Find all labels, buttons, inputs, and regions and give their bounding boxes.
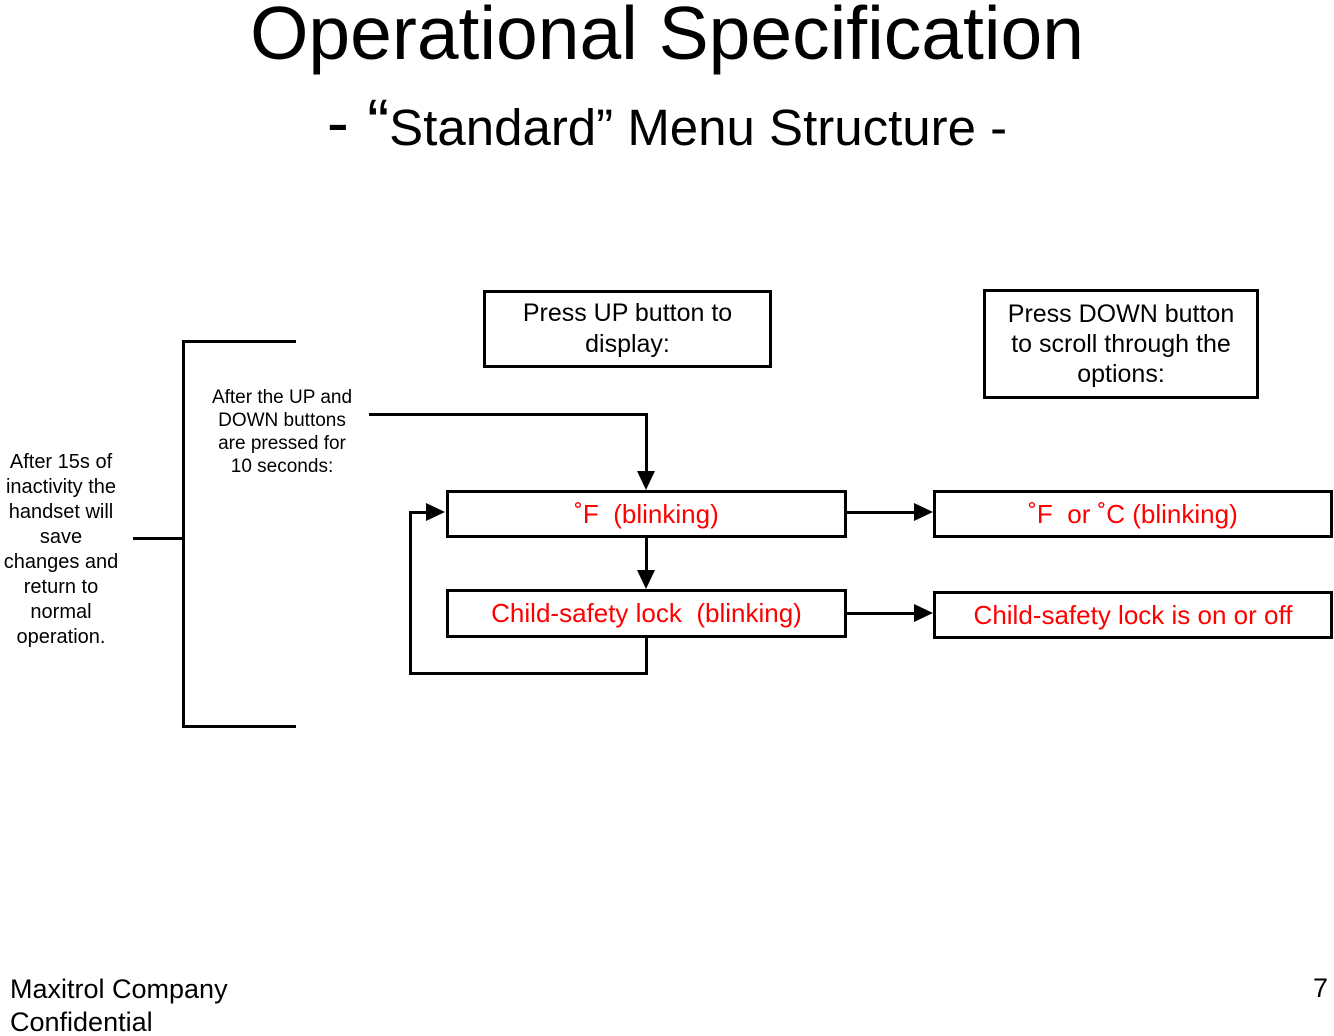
state-child-lock-on-off-label: Child-safety lock is on or off	[973, 599, 1293, 630]
state-f-or-c-box: ˚F or ˚C (blinking)	[933, 490, 1333, 538]
bracket-vertical-line	[182, 340, 185, 728]
arrow-down-into-child-icon	[637, 570, 655, 589]
bracket-note-connector-line	[133, 537, 182, 540]
state-child-lock-blinking-box: Child-safety lock (blinking)	[446, 589, 847, 638]
bracket-top-line	[182, 340, 296, 343]
state-f-or-c-label: ˚F or ˚C (blinking)	[1028, 498, 1238, 529]
f-to-fc-line	[847, 511, 917, 514]
press-up-button-label: Press UP button to display:	[522, 299, 733, 358]
arrow-right-into-fc-icon	[914, 503, 933, 521]
state-child-lock-on-off-box: Child-safety lock is on or off	[933, 591, 1333, 639]
press-down-button-box: Press DOWN button to scroll through the …	[983, 289, 1259, 399]
note-to-f-line-horizontal	[369, 413, 648, 416]
arrow-down-into-f-icon	[637, 471, 655, 490]
state-f-blinking-label: ˚F (blinking)	[574, 498, 719, 529]
inactivity-note: After 15s of inactivity the handset will…	[3, 451, 119, 648]
state-f-blinking-box: ˚F (blinking)	[446, 490, 847, 538]
state-child-lock-blinking-label: Child-safety lock (blinking)	[491, 598, 802, 628]
bracket-bottom-line	[182, 725, 296, 728]
press-down-button-label: Press DOWN button to scroll through the …	[1007, 300, 1235, 388]
after-updown-note: After the UP and DOWN buttons are presse…	[211, 387, 353, 477]
arrow-right-into-onoff-icon	[914, 604, 933, 622]
subtitle-text: Standard” Menu Structure -	[389, 99, 1008, 156]
note-to-f-line-vertical	[645, 413, 648, 475]
child-to-onoff-line	[847, 612, 917, 615]
press-up-button-box: Press UP button to display:	[483, 290, 772, 368]
loop-line-top	[409, 511, 429, 514]
loop-line-bottom	[409, 672, 648, 675]
loop-line-left	[409, 511, 412, 675]
slide-subtitle: - “Standard” Menu Structure -	[0, 84, 1334, 160]
page-number: 7	[1312, 973, 1328, 1003]
footer-confidential: Maxitrol Company Confidential	[10, 974, 228, 1036]
loop-line-down	[645, 638, 648, 675]
arrow-right-loop-into-f-icon	[426, 503, 445, 521]
subtitle-prefix: - “	[326, 85, 390, 159]
f-to-child-line	[645, 537, 648, 573]
slide-title: Operational Specification	[250, 0, 1084, 75]
